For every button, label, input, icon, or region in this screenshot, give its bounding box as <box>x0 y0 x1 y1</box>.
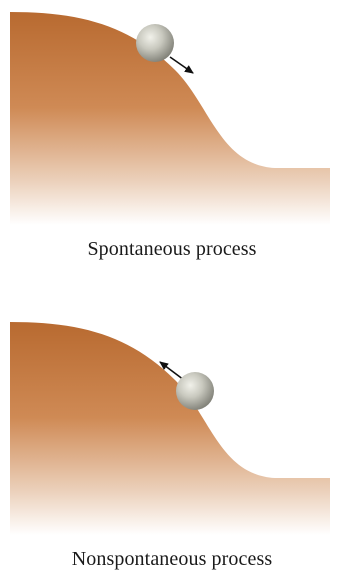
nonspontaneous-process-diagram: Nonspontaneous process <box>0 290 344 575</box>
diagram-caption: Spontaneous process <box>0 238 344 261</box>
hill-scene <box>0 0 344 230</box>
spontaneous-process-diagram: Spontaneous process <box>0 0 344 290</box>
ball <box>136 24 174 62</box>
hill-scene <box>0 290 344 540</box>
hill-slope <box>10 322 330 535</box>
diagram-caption: Nonspontaneous process <box>0 548 344 571</box>
ball <box>176 372 214 410</box>
